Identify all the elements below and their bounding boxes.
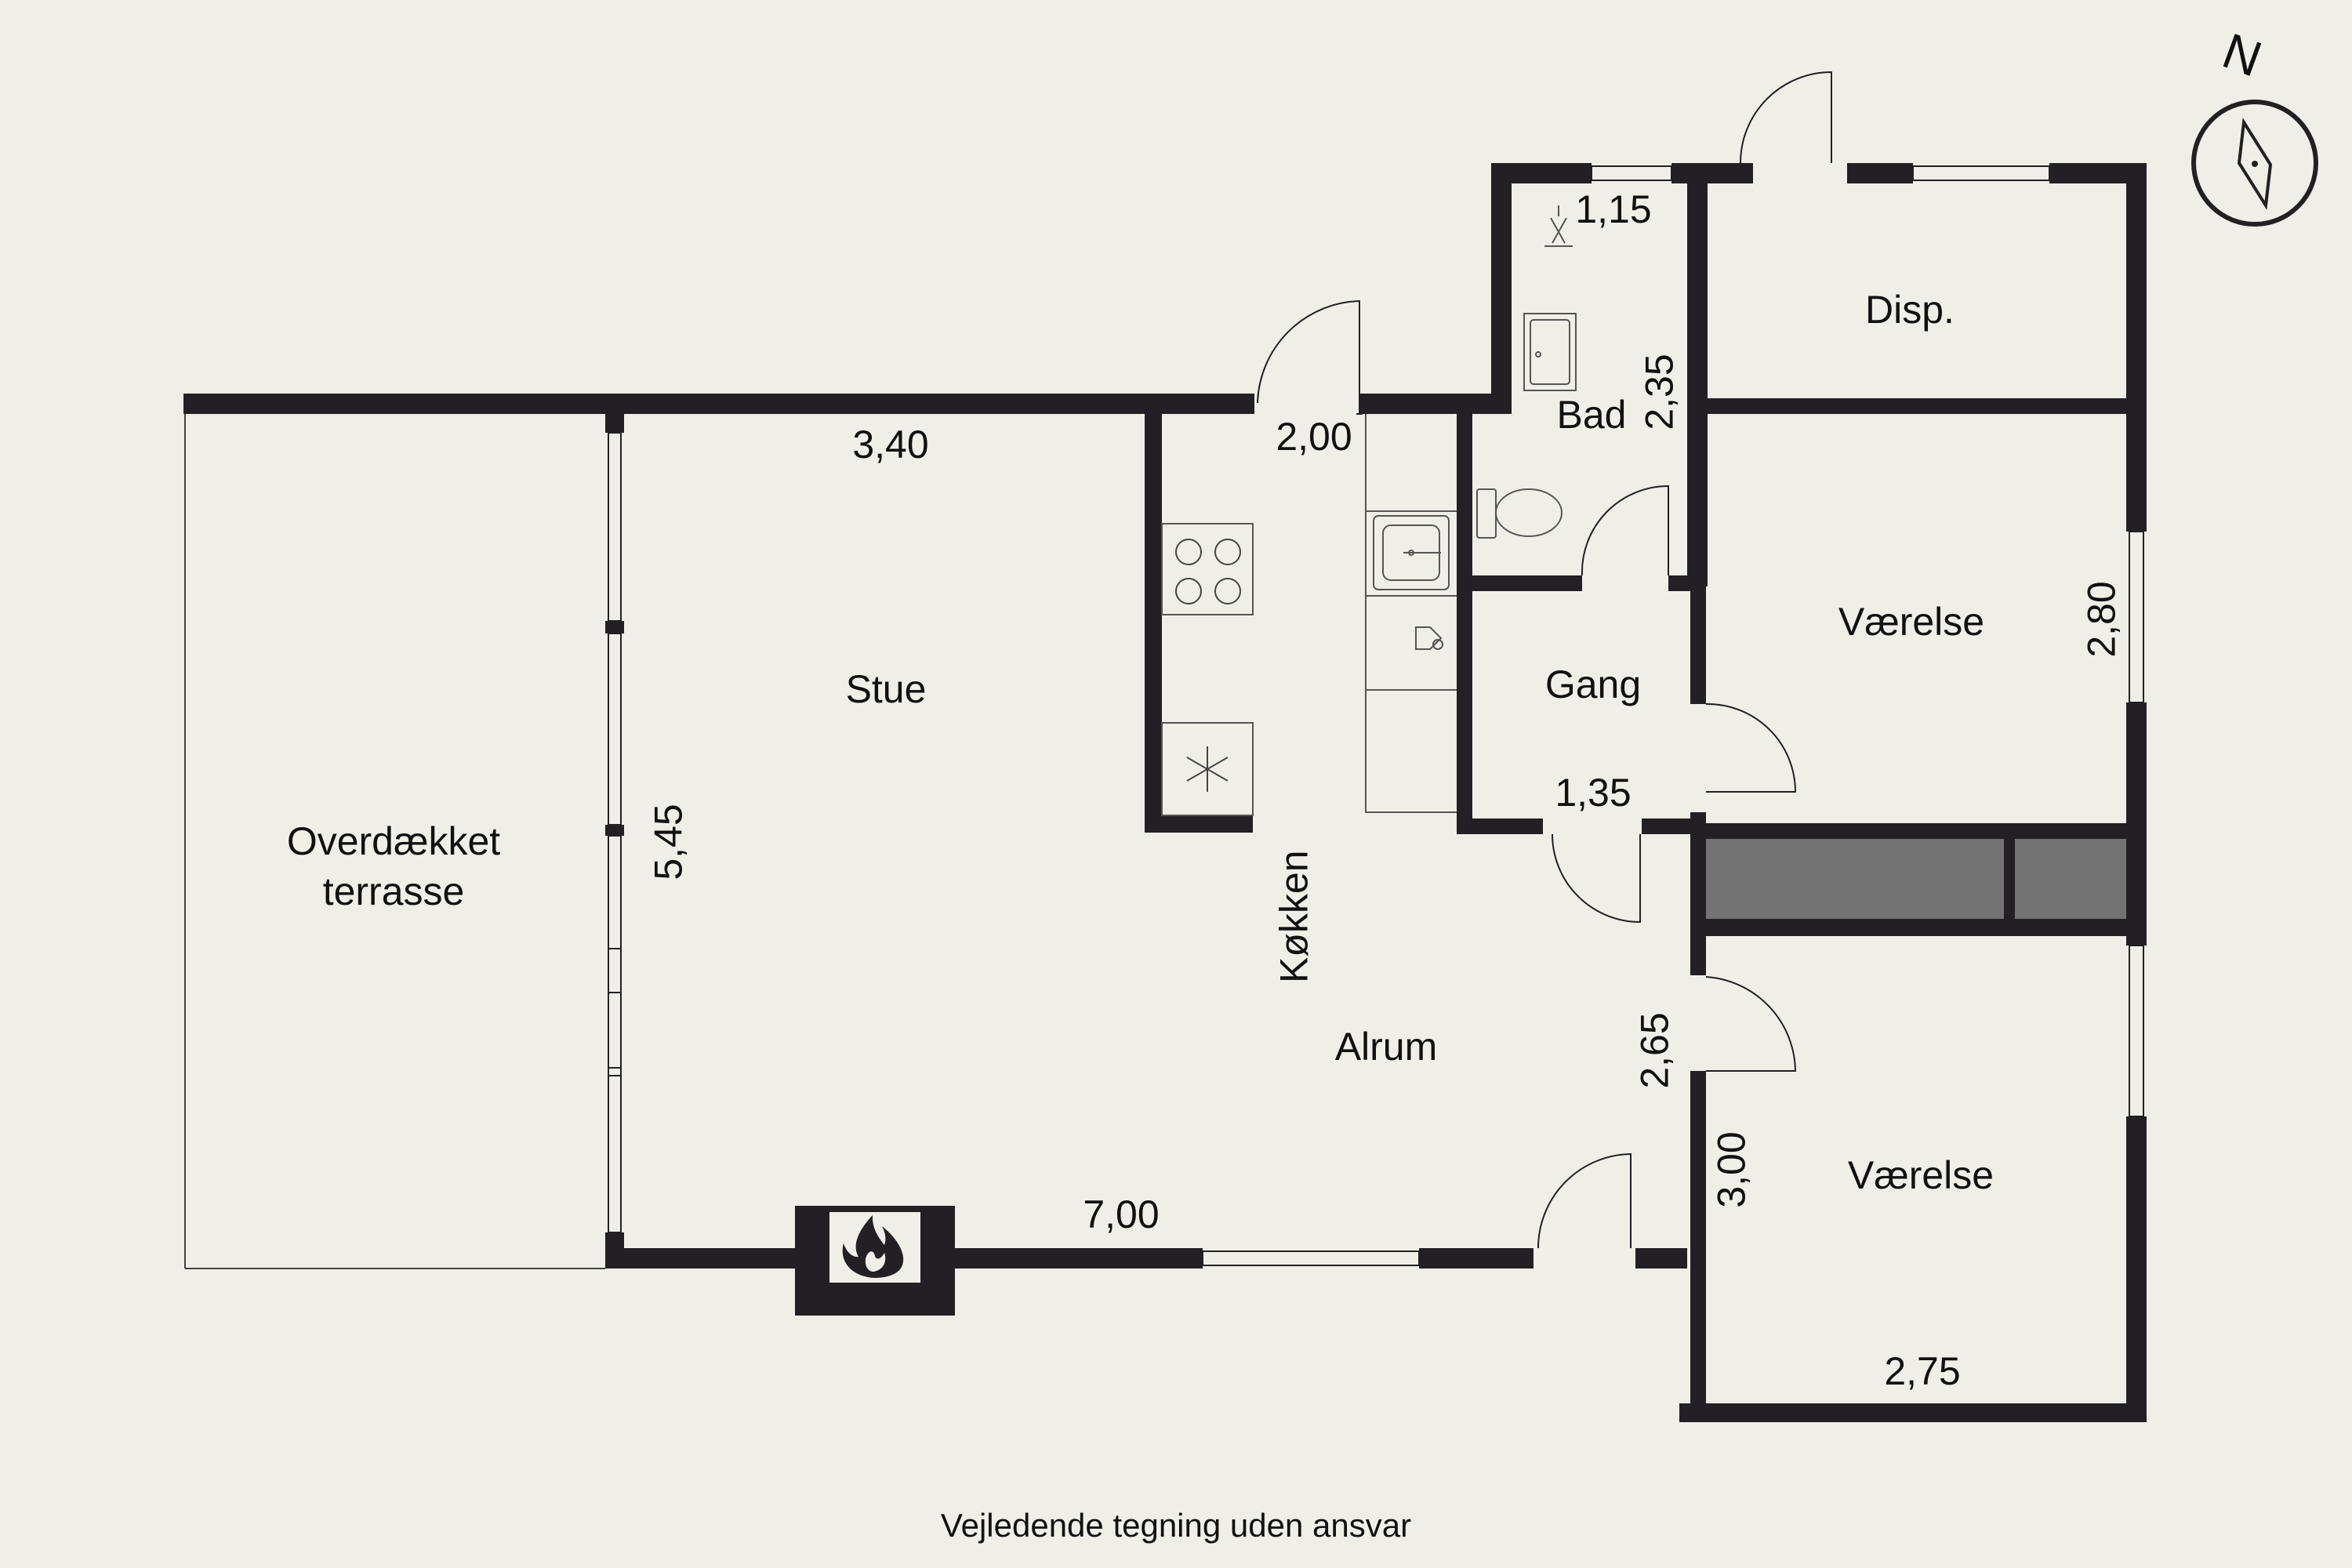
closet-right (2015, 839, 2126, 919)
toilet-icon (1476, 488, 1563, 539)
compass-center (2252, 161, 2258, 167)
room-label-terrace-2: terrasse (323, 869, 465, 913)
compass-ring (2191, 100, 2318, 227)
dimension-alrum-depth: 2,65 (1633, 1012, 1677, 1088)
kitchen-counter (1161, 523, 1254, 816)
closet-left (1706, 839, 2004, 919)
room-label-stue: Stue (846, 667, 927, 711)
doors (1257, 71, 1832, 1249)
dimension-gang-width: 1,35 (1555, 771, 1631, 815)
dimension-vaerelse-lower-width: 2,75 (1884, 1349, 1960, 1393)
dimension-stue-width: 3,40 (852, 423, 928, 466)
dimension-bad-depth: 2,35 (1638, 354, 1682, 430)
stove-icon (1175, 539, 1241, 604)
room-label-disp: Disp. (1865, 288, 1955, 332)
disclaimer-text: Vejledende tegning uden ansvar (941, 1507, 1411, 1544)
windows (608, 165, 2144, 1266)
sink-icon (1382, 524, 1441, 581)
basin-icon (1523, 313, 1577, 391)
room-label-gang: Gang (1545, 662, 1641, 706)
fireplace (795, 1206, 955, 1316)
room-label-bad: Bad (1557, 393, 1627, 437)
room-label-alrum: Alrum (1335, 1025, 1438, 1069)
dimension-vaerelse-upper-depth: 2,80 (2080, 581, 2124, 657)
walls (183, 163, 2147, 1422)
dimension-koekken-width: 2,00 (1276, 415, 1352, 459)
dimension-vaerelse-lower-depth: 3,00 (1710, 1131, 1754, 1207)
room-label-terrace: Overdækket (287, 819, 500, 863)
dimension-alrum-width: 7,00 (1083, 1192, 1159, 1236)
room-label-vaerelse-lower: Værelse (1848, 1153, 1994, 1197)
shower-icon (1544, 205, 1573, 247)
room-label-koekken: Køkken (1272, 850, 1316, 983)
fridge-icon (1186, 746, 1229, 792)
compass-needle-icon (2237, 118, 2273, 210)
counter-right (1365, 414, 1457, 813)
dishwasher-icon (1415, 626, 1443, 650)
fire-icon (842, 1215, 904, 1278)
dimension-stue-depth: 5,45 (647, 804, 691, 880)
compass-north-label: N (2216, 22, 2269, 87)
dimension-bad-width: 1,15 (1575, 187, 1651, 231)
room-label-vaerelse-upper: Værelse (1838, 600, 1984, 644)
terrace-outline (184, 411, 605, 1269)
compass: N (2191, 22, 2318, 227)
